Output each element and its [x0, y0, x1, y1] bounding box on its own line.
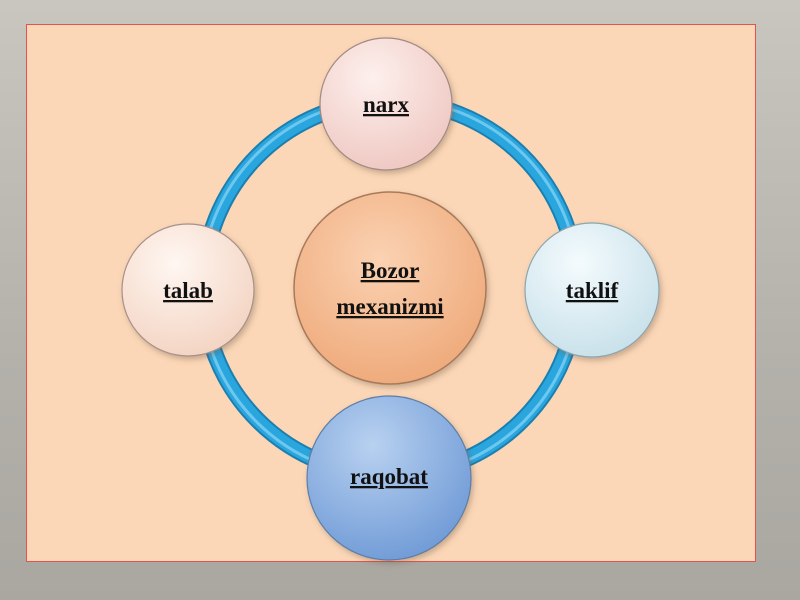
center-label-line-2: mexanizmi [336, 294, 444, 319]
node-talab: talab [121, 223, 255, 357]
node-label-taklif: taklif [566, 278, 619, 303]
node-narx: narx [319, 37, 453, 171]
center-node: Bozor mexanizmi [293, 191, 487, 385]
node-raqobat: raqobat [306, 395, 472, 561]
node-label-talab: talab [163, 278, 213, 303]
node-taklif: taklif [524, 222, 660, 358]
center-label-line-1: Bozor [361, 258, 420, 283]
node-label-raqobat: raqobat [350, 464, 428, 489]
node-label-narx: narx [363, 92, 410, 117]
